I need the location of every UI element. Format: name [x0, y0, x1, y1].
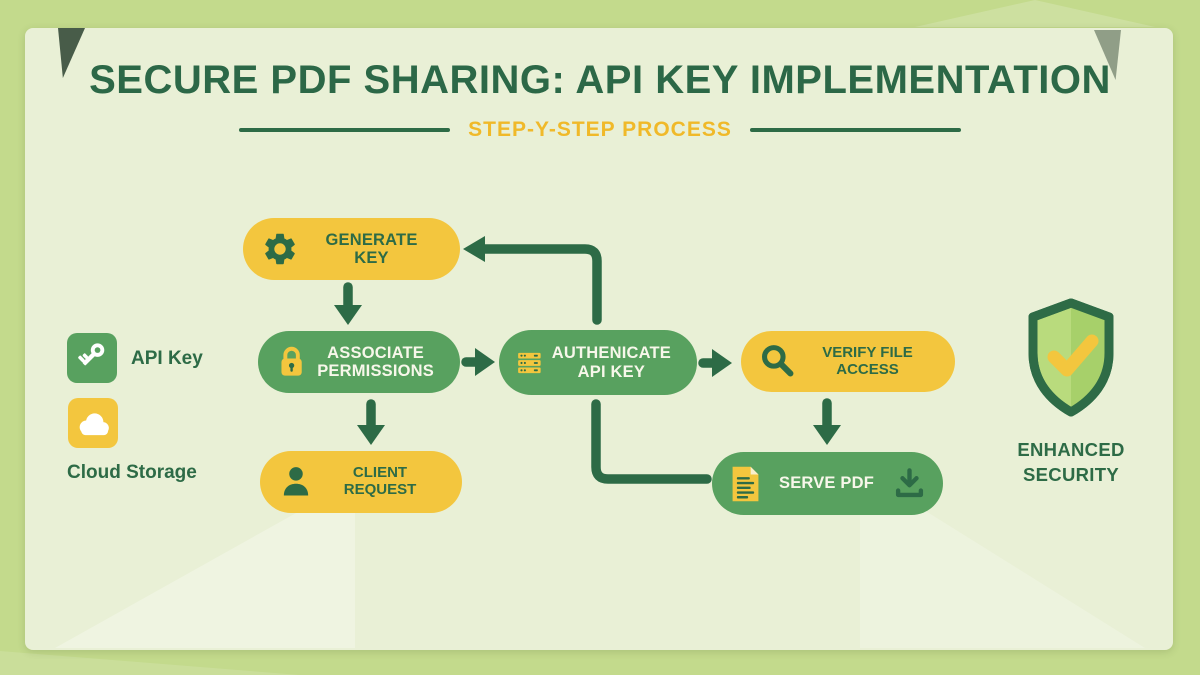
step-associate-permissions: ASSOCIATE PERMISSIONS [258, 331, 460, 393]
download-icon [895, 468, 924, 498]
gear-icon [265, 233, 295, 265]
step-label: CLIENT REQUEST [343, 464, 417, 498]
cloud-icon [79, 413, 109, 436]
security-badge-label: ENHANCED SECURITY [1017, 439, 1125, 485]
step-client-request: CLIENT REQUEST [260, 451, 462, 513]
step-label-line: API KEY [577, 362, 646, 381]
step-label-line: AUTHENICATE [551, 344, 671, 363]
subtitle-rule-right [749, 127, 961, 133]
background-triangle-decor [915, 0, 1155, 27]
page-title: SECURE PDF SHARING: API KEY IMPLEMENTATI… [89, 58, 1111, 102]
step-label-line: PERMISSIONS [317, 362, 434, 380]
step-label: VERIFY FILE ACCESS [822, 343, 913, 378]
step-serve-pdf: SERVE PDF [712, 452, 943, 515]
server-icon [518, 352, 541, 373]
step-label: GENERATE KEY [325, 230, 418, 267]
step-generate-key: GENERATE KEY [243, 218, 460, 280]
legend-label-api-key: API Key [131, 348, 203, 369]
legend-tile-api-key [67, 333, 117, 383]
step-label: ASSOCIATE PERMISSIONS [317, 344, 444, 381]
magnifier-icon [762, 345, 794, 377]
legend-label-cloud-storage: Cloud Storage [67, 462, 197, 483]
page-subtitle: STEP-Y-STEP PROCESS [468, 118, 732, 141]
step-label: SERVE PDF [778, 474, 875, 493]
security-badge [1021, 298, 1121, 423]
step-label-line: ASSOCIATE [327, 343, 425, 362]
legend-tile-cloud-storage [68, 398, 118, 448]
shield-check-icon [1028, 298, 1114, 417]
background-triangle-decor [0, 651, 300, 675]
subtitle-row: STEP-Y-STEP PROCESS [0, 118, 1200, 142]
lock-icon [281, 346, 302, 376]
document-icon [732, 466, 759, 501]
subtitle-rule-left [239, 127, 451, 133]
key-icon [78, 343, 105, 366]
step-label: AUTHENICATE API KEY [552, 344, 681, 381]
step-authenticate-api-key: AUTHENICATE API KEY [499, 330, 697, 395]
person-icon [283, 467, 309, 496]
step-verify-file-access: VERIFY FILE ACCESS [741, 331, 955, 392]
